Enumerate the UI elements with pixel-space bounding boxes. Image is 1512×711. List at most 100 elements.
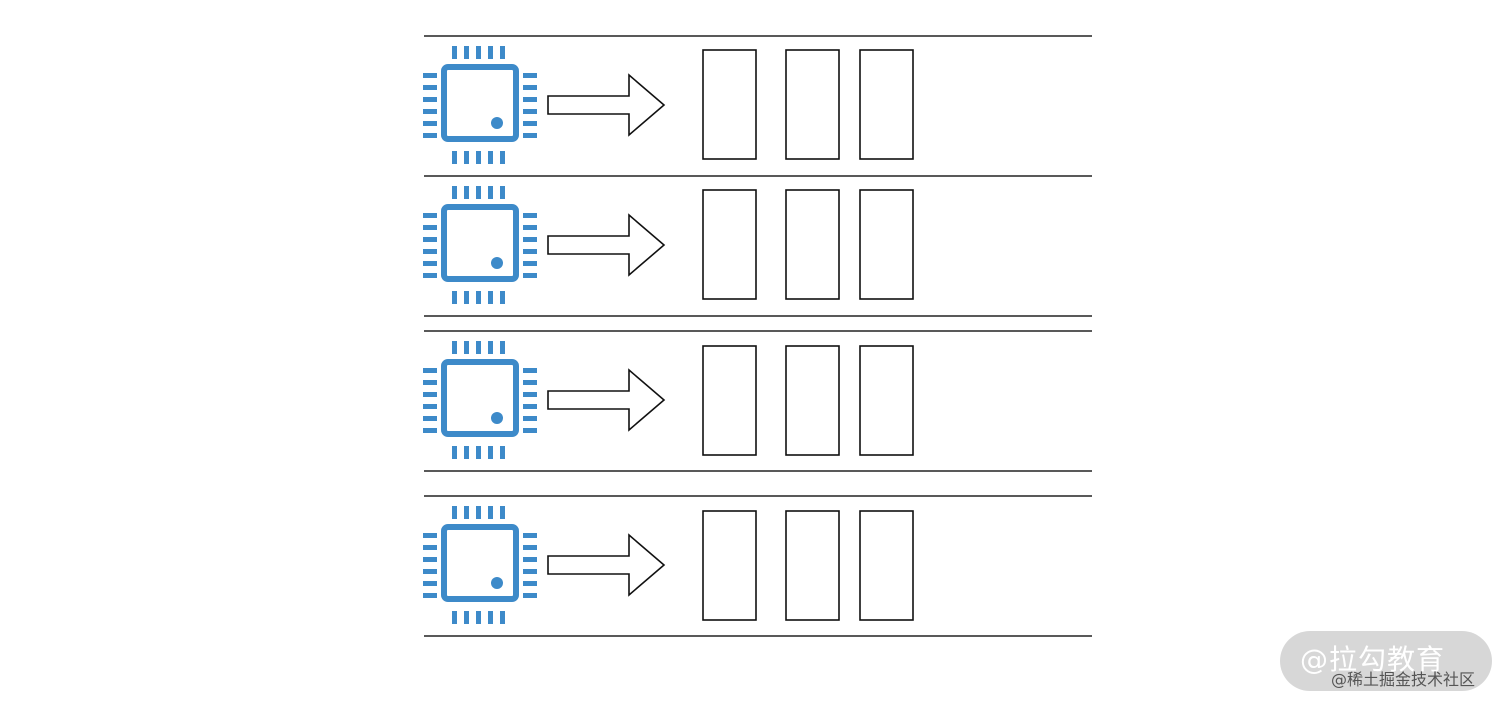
chip-pin — [488, 446, 493, 459]
cpu-chip-icon — [423, 341, 537, 459]
queue-slot — [859, 510, 914, 621]
right-arrow-icon — [547, 73, 666, 137]
watermark-secondary: @稀土掘金技术社区 — [1331, 670, 1476, 689]
chip-pin — [500, 506, 505, 519]
queue-slot — [785, 510, 840, 621]
chip-pin — [423, 392, 437, 397]
chip-pin — [476, 341, 481, 354]
process-row — [423, 506, 914, 624]
chip-pin — [523, 133, 537, 138]
chip-pin — [488, 151, 493, 164]
chip-pin — [523, 109, 537, 114]
watermark-primary: @拉勾教育 — [1300, 643, 1446, 676]
chip-pin — [464, 46, 469, 59]
chip-pin — [452, 506, 457, 519]
chip-pin — [523, 368, 537, 373]
queue-slot — [785, 345, 840, 456]
chip-pin — [464, 186, 469, 199]
chip-pin — [488, 341, 493, 354]
chip-pin — [488, 46, 493, 59]
chip-pin — [523, 593, 537, 598]
chip-pin — [452, 611, 457, 624]
chip-pin — [523, 213, 537, 218]
cpu-chip-icon — [423, 46, 537, 164]
chip-pin — [423, 569, 437, 574]
chip-pin — [523, 380, 537, 385]
chip-pin — [500, 186, 505, 199]
chip-pin — [423, 368, 437, 373]
chip-pin — [523, 261, 537, 266]
chip-pin — [423, 428, 437, 433]
chip-body — [441, 524, 519, 602]
chip-pin — [423, 97, 437, 102]
chip-pin — [423, 133, 437, 138]
chip-pin — [423, 225, 437, 230]
chip-pin — [523, 73, 537, 78]
chip-pin — [476, 186, 481, 199]
chip-pin — [423, 416, 437, 421]
chip-pin — [423, 404, 437, 409]
chip-pin — [500, 611, 505, 624]
chip-pin — [523, 545, 537, 550]
chip-pin — [500, 291, 505, 304]
chip-pin — [523, 121, 537, 126]
chip-pin — [523, 225, 537, 230]
chip-pin — [523, 533, 537, 538]
chip-pin — [452, 46, 457, 59]
chip-pin — [488, 611, 493, 624]
chip-pin — [423, 261, 437, 266]
cpu-chip-icon — [423, 506, 537, 624]
chip-pin — [452, 186, 457, 199]
queue-slot — [702, 189, 757, 300]
chip-pin — [464, 341, 469, 354]
chip-pin — [423, 545, 437, 550]
chip-pin — [423, 273, 437, 278]
chip-pin — [476, 446, 481, 459]
chip-pin — [523, 581, 537, 586]
cpu-chip-icon — [423, 186, 537, 304]
queue-slot — [702, 510, 757, 621]
chip-pin — [523, 392, 537, 397]
chip-pin — [423, 213, 437, 218]
chip-pin — [476, 151, 481, 164]
chip-pin — [500, 341, 505, 354]
queue-slot — [859, 345, 914, 456]
chip-pin — [423, 557, 437, 562]
chip-pin — [464, 611, 469, 624]
chip-pin — [523, 237, 537, 242]
chip-pin — [476, 611, 481, 624]
chip-pin — [523, 273, 537, 278]
right-arrow-icon — [547, 213, 666, 277]
chip-pin — [423, 249, 437, 254]
right-arrow-icon — [547, 533, 666, 597]
chip-pin — [423, 109, 437, 114]
chip-pin — [488, 506, 493, 519]
queue-slot — [785, 189, 840, 300]
chip-body — [441, 359, 519, 437]
chip-pin — [476, 506, 481, 519]
chip-pin — [464, 151, 469, 164]
process-row — [423, 341, 914, 459]
queue-slot — [702, 345, 757, 456]
chip-pin — [423, 237, 437, 242]
chip-pin — [464, 446, 469, 459]
chip-body — [441, 64, 519, 142]
chip-pin — [500, 446, 505, 459]
process-row — [423, 186, 914, 304]
chip-pin — [500, 46, 505, 59]
chip-pin — [500, 151, 505, 164]
chip-pin — [423, 593, 437, 598]
chip-pin — [423, 73, 437, 78]
chip-pin — [464, 291, 469, 304]
chip-pin — [423, 380, 437, 385]
process-row — [423, 46, 914, 164]
chip-pin — [488, 291, 493, 304]
chip-pin — [452, 446, 457, 459]
chip-pin — [523, 97, 537, 102]
chip-dot — [491, 117, 503, 129]
chip-pin — [476, 291, 481, 304]
queue-slot — [859, 189, 914, 300]
queue-slot — [702, 49, 757, 160]
watermark-badge — [1280, 631, 1492, 691]
chip-pin — [452, 291, 457, 304]
